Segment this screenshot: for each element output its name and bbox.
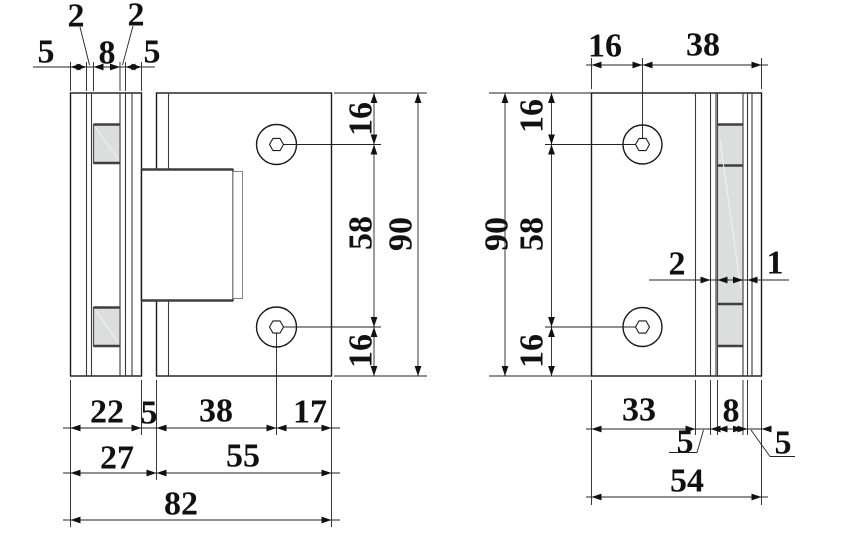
dim-lv-hole-top-offset: 16	[343, 102, 380, 136]
dim-lv-gap: 5	[141, 395, 158, 432]
dim-lv-hole-to-edge: 17	[293, 394, 327, 431]
rv-glass-strip	[716, 123, 744, 348]
dim-rv-gasket-right: 1	[767, 245, 784, 282]
extension-lines	[489, 92, 591, 377]
dim-lv-plate-width: 55	[226, 438, 260, 475]
dim-rv-clamp-plate-right: 5	[775, 425, 792, 462]
dim-rv-hole-spacing: 58	[514, 217, 551, 251]
left-view: 5 2 8 2 5 16 58 16 90	[33, 0, 427, 527]
lv-hex-socket-bottom	[268, 320, 285, 334]
dim-rv-hole-to-edge: 38	[686, 27, 720, 64]
dim-lv-hole-bottom-offset: 16	[343, 334, 380, 368]
dim-lv-plate-right: 5	[144, 34, 161, 71]
dim-lv-hole-spacing: 58	[343, 216, 380, 250]
extension-lines	[591, 58, 762, 89]
lv-screw-hole-top	[255, 123, 381, 166]
lv-gasket-bottom	[92, 306, 121, 348]
rv-left-dims: 90 16 58 16	[479, 92, 591, 377]
lv-right-dims: 16 58 16 90	[334, 92, 427, 377]
dim-rv-clamp-width: 54	[670, 463, 704, 500]
dim-lv-hole-from-plate-edge: 38	[199, 393, 233, 430]
dim-lv-clamp-width: 22	[90, 394, 124, 431]
rv-top-dims: 16 38	[586, 27, 768, 89]
extension-lines	[334, 92, 427, 377]
dim-rv-gasket-left: 2	[669, 246, 686, 283]
right-view: 16 38 90 16 58 16	[479, 27, 795, 505]
dim-rv-hole-top-offset: 16	[514, 99, 551, 133]
leader-clamp-plate-left	[669, 429, 704, 453]
lv-bottom-dims: 22 5 38 17 27 55 82	[63, 380, 340, 527]
lv-hex-socket-top	[268, 137, 285, 152]
dim-lv-glass-slot: 8	[99, 35, 116, 72]
extension-lines	[591, 380, 762, 505]
rv-screw-hole-top	[545, 58, 663, 165]
rv-mid-dims: 2 1	[649, 245, 789, 284]
dim-lv-overall-width: 82	[164, 486, 198, 523]
lv-clamp-stack	[69, 92, 143, 377]
dim-lv-plate-left: 5	[38, 34, 55, 71]
dim-rv-plate-width: 33	[622, 392, 656, 429]
dim-rv-clamp-plate-left: 5	[677, 424, 694, 461]
rv-body	[590, 92, 763, 377]
rv-hex-socket-top	[634, 137, 651, 152]
lv-hinge-block	[140, 168, 243, 302]
extension-lines	[70, 380, 332, 527]
dim-rv-hole-bottom-offset: 16	[514, 334, 551, 368]
rv-hex-socket-bottom	[634, 320, 651, 334]
leader-gasket-right	[122, 25, 134, 66]
dim-lv-clamp-plus-gap: 27	[100, 440, 134, 477]
lv-top-dims: 5 2 8 2 5	[33, 0, 161, 91]
dim-rv-glass-slot: 8	[723, 393, 740, 430]
leader-gasket-left	[79, 26, 90, 66]
dim-rv-overall-height: 90	[479, 217, 516, 251]
dim-lv-gasket-left: 2	[68, 0, 85, 35]
dim-lv-overall-height: 90	[383, 217, 420, 251]
dim-lv-gasket-right: 2	[128, 0, 145, 34]
lv-screw-hole-bottom	[255, 306, 381, 435]
lv-gasket-top	[92, 123, 121, 165]
rv-screw-hole-bottom	[545, 306, 663, 348]
leader-clamp-plate-right	[750, 429, 795, 457]
rv-bottom-dims: 33 8 5 5 54	[586, 380, 795, 505]
lv-hinge-block-edge-strip	[232, 171, 243, 299]
dim-rv-hole-from-edge: 16	[588, 28, 622, 65]
